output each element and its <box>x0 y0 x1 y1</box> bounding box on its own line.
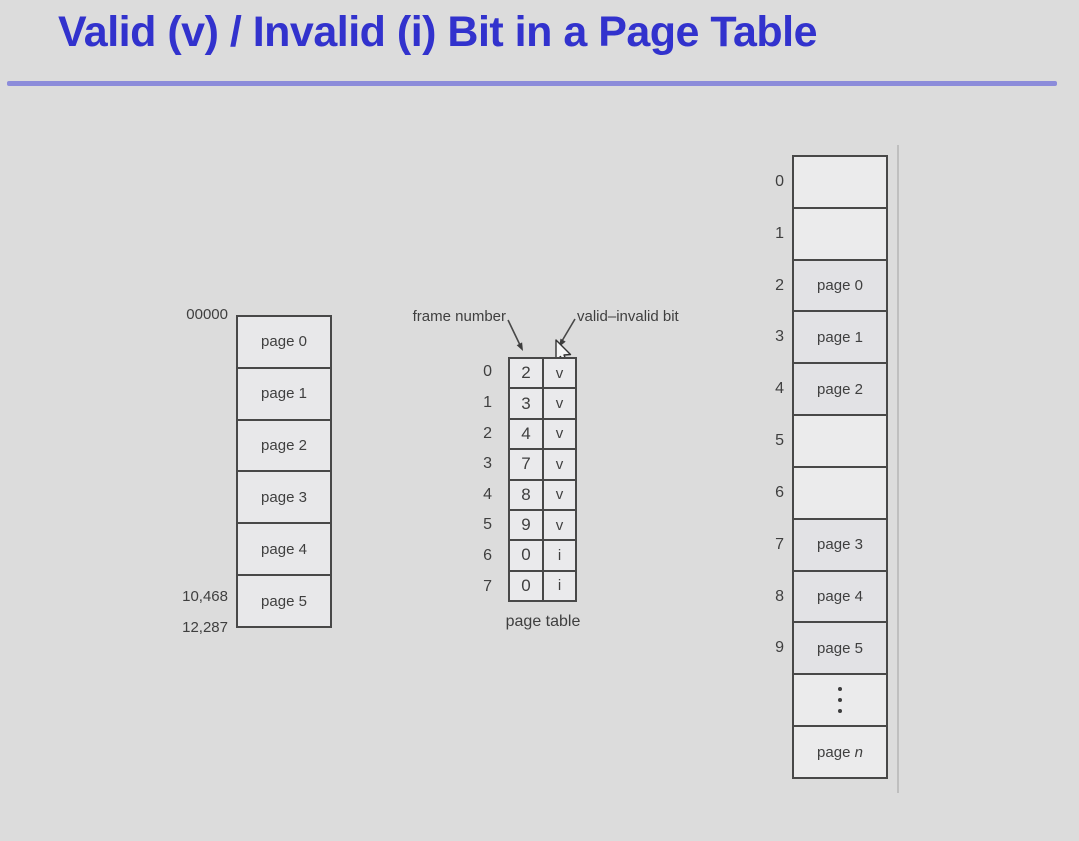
page-table-row-index: 2 <box>483 424 492 442</box>
frame-content-label: page 3 <box>817 536 863 554</box>
valid-bit-cell: v <box>555 395 564 413</box>
memory-cell: page 0 <box>261 333 307 351</box>
page-title: Valid (v) / Invalid (i) Bit in a Page Ta… <box>58 8 818 56</box>
frame-index: 6 <box>775 483 784 501</box>
page-table-row-index: 7 <box>483 577 492 595</box>
physical-frame-row: 7 page 3 <box>775 517 886 570</box>
valid-bit-cell: v <box>555 364 564 382</box>
frame-index: 2 <box>775 276 784 294</box>
frame-number-cell: 0 <box>510 571 544 600</box>
frame-content-label: page n <box>817 743 863 761</box>
frame-content-label: page 4 <box>817 588 863 606</box>
frame-index: 4 <box>775 380 784 398</box>
physical-frame-row: 5 <box>775 414 886 466</box>
frame-number-arrow <box>507 319 523 351</box>
frame-number-label: frame number <box>412 308 506 325</box>
vertical-edge-line <box>897 145 899 793</box>
address-start: 00000 <box>186 306 228 323</box>
page-table-index-column: 0 1 2 3 4 5 6 7 <box>460 357 500 602</box>
valid-bit-cell: v <box>555 425 564 443</box>
physical-frame-row: 8 page 4 <box>775 569 886 622</box>
valid-invalid-arrow <box>558 318 576 347</box>
page-table-row-index: 1 <box>483 393 492 411</box>
frame-index: 9 <box>775 639 784 657</box>
memory-cell: page 4 <box>238 522 330 574</box>
annotation-arrows <box>507 318 576 365</box>
frame-content-label: page 5 <box>817 639 863 657</box>
address-10468: 10,468 <box>182 588 228 605</box>
memory-cell: page 2 <box>238 418 330 471</box>
frame-number-cell: 4 <box>510 419 544 449</box>
physical-frame-row: 4 page 2 <box>775 362 886 415</box>
physical-frame-row: 2 page 0 <box>775 258 886 311</box>
physical-frame-row <box>794 673 886 725</box>
frame-index: 8 <box>775 587 784 605</box>
valid-bit-cell: v <box>555 486 564 504</box>
valid-invalid-bit-label: valid–invalid bit <box>577 308 679 325</box>
physical-memory-column: 0 1 2 page 0 3 page 1 4 page 2 5 6 7 page 3 8 page 4 9… <box>775 155 888 779</box>
page-table-row-index: 4 <box>483 485 492 503</box>
physical-frame-row: 6 <box>775 465 886 518</box>
frame-index: 5 <box>775 432 784 450</box>
frame-index: 1 <box>775 224 784 242</box>
frame-index: 7 <box>775 535 784 553</box>
frame-number-cell: 9 <box>510 510 544 540</box>
memory-cell: page 1 <box>238 366 330 419</box>
page-table-caption: page table <box>505 613 581 630</box>
valid-bit-cell: i <box>557 546 562 564</box>
frame-content-label: page 1 <box>817 328 863 346</box>
frame-index: 3 <box>775 328 784 346</box>
page-table-row-index: 0 <box>483 363 492 381</box>
physical-frame-row: page n <box>794 725 886 777</box>
frame-number-cell: 0 <box>510 541 544 570</box>
memory-cell: page 3 <box>238 470 330 522</box>
physical-frame-row: 3 page 1 <box>775 310 886 363</box>
frame-number-cell: 8 <box>510 480 544 509</box>
frame-index: 0 <box>775 172 784 190</box>
frame-number-cell: 3 <box>510 389 544 418</box>
frame-content-label: page 0 <box>817 277 863 295</box>
valid-bit-cell: v <box>555 516 564 534</box>
physical-frame-row: 9 page 5 <box>775 621 886 674</box>
memory-cell: page 5 <box>238 574 330 626</box>
page-table-row-index: 5 <box>483 516 492 534</box>
valid-bit-cell: i <box>557 577 562 595</box>
address-12287: 12,287 <box>182 619 228 636</box>
ellipsis-icon <box>838 687 842 714</box>
frame-number-cell: 7 <box>510 450 544 479</box>
physical-frame-row: 1 <box>775 206 886 259</box>
frame-content-label: page 2 <box>817 380 863 398</box>
title-underline <box>7 81 1057 86</box>
page-table-row-index: 6 <box>483 547 492 565</box>
page-table-row-index: 3 <box>483 455 492 473</box>
valid-bit-cell: v <box>555 455 564 473</box>
physical-frame-row: 0 <box>775 157 886 207</box>
frame-number-cell: 2 <box>510 359 544 388</box>
